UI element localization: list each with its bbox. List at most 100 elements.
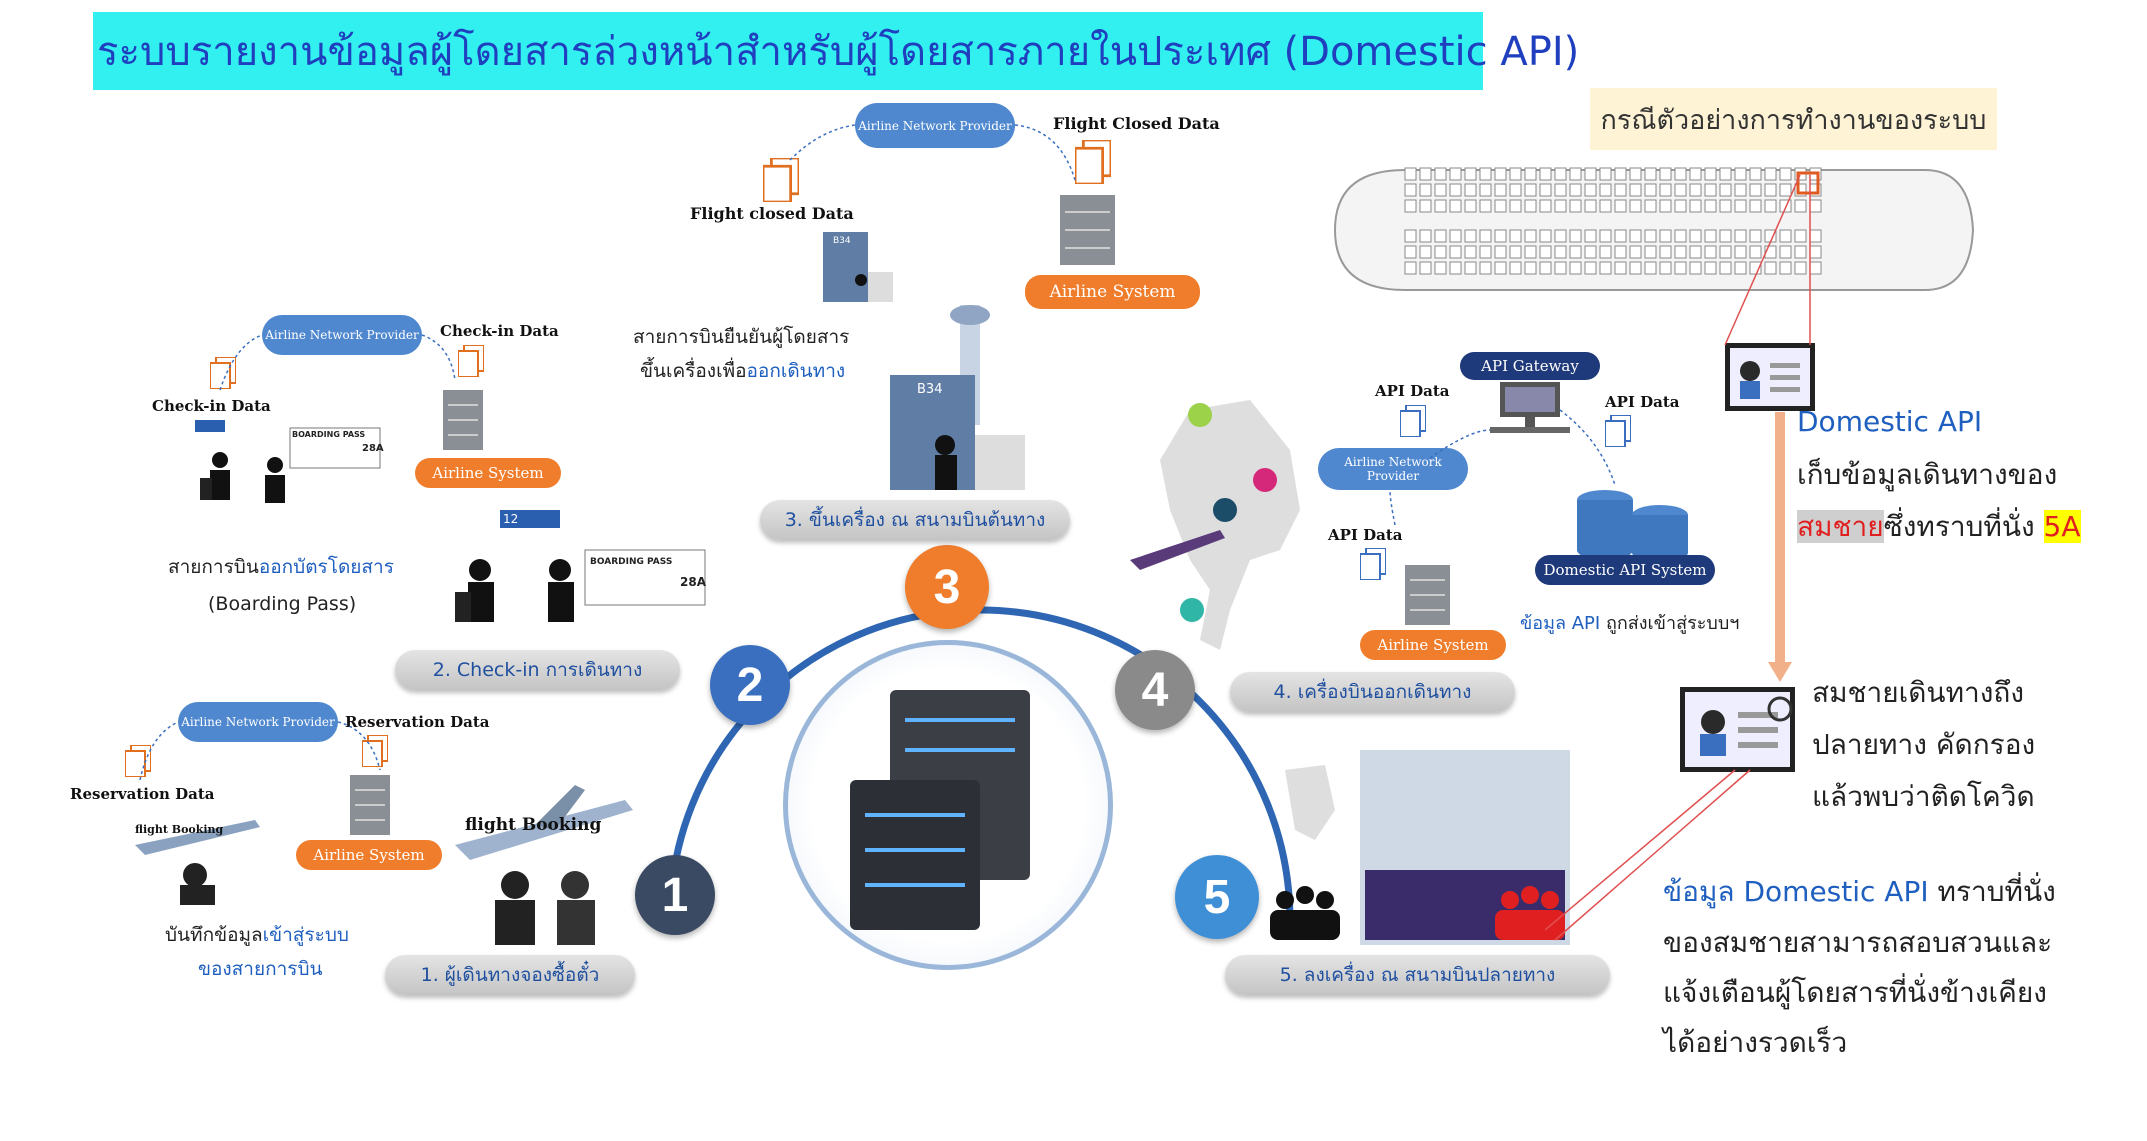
seat	[1434, 183, 1447, 197]
reservation-data-right: Reservation Data	[345, 713, 490, 731]
seat	[1764, 183, 1777, 197]
seat	[1779, 245, 1792, 259]
seat	[1644, 245, 1657, 259]
airline-system-step2: Airline System	[415, 458, 561, 488]
server-small-icon	[1405, 565, 1450, 625]
flight-closed-left: Flight closed Data	[690, 204, 854, 223]
seat	[1434, 199, 1447, 213]
seat	[1419, 229, 1432, 243]
flight-closed-right: Flight Closed Data	[1053, 114, 1220, 133]
seat	[1569, 167, 1582, 181]
seat	[1659, 261, 1672, 275]
seat	[1524, 245, 1537, 259]
server-icon	[850, 690, 1030, 930]
seat	[1689, 167, 1702, 181]
seat	[1644, 261, 1657, 275]
seat	[1719, 261, 1732, 275]
gate-scene	[890, 305, 1025, 490]
seat	[1689, 245, 1702, 259]
example-heading: กรณีตัวอย่างการทำงานของระบบ	[1590, 88, 1997, 150]
api-sent-caption: ข้อมูล API ถูกส่งเข้าสู่ระบบฯ	[1520, 613, 1740, 634]
arrive-line-1: สมชายเดินทางถึง	[1812, 676, 2025, 709]
seat	[1794, 229, 1807, 243]
station-2-circle: 2	[710, 645, 790, 725]
seat	[1524, 167, 1537, 181]
seat	[1539, 229, 1552, 243]
seat	[1464, 261, 1477, 275]
booking-scene	[455, 785, 633, 945]
seat	[1629, 229, 1642, 243]
step1-caption-line1: บันทึกข้อมูลเข้าสู่ระบบ	[165, 924, 349, 946]
seat	[1479, 183, 1492, 197]
seat	[1554, 245, 1567, 259]
seat	[1764, 245, 1777, 259]
seat	[1479, 261, 1492, 275]
flight-booking-small: flight Booking	[135, 823, 224, 836]
seat	[1644, 229, 1657, 243]
seat	[1584, 229, 1597, 243]
seat	[1494, 167, 1507, 181]
seat	[1644, 167, 1657, 181]
station-3-label: 3. ขึ้นเครื่อง ณ สนามบินต้นทาง	[760, 500, 1070, 540]
seat	[1404, 183, 1417, 197]
seat	[1749, 245, 1762, 259]
seat	[1464, 245, 1477, 259]
seat	[1464, 167, 1477, 181]
seat	[1704, 199, 1717, 213]
seat	[1434, 167, 1447, 181]
final-line-3: แจ้งเตือนผู้โดยสารที่นั่งข้างเคียง	[1663, 976, 2047, 1009]
seat	[1749, 261, 1762, 275]
reservation-data-left: Reservation Data	[70, 785, 215, 803]
seat	[1419, 261, 1432, 275]
api-data-1: API Data	[1375, 382, 1450, 400]
seat	[1704, 245, 1717, 259]
api-data-3: API Data	[1328, 526, 1403, 544]
seat	[1434, 261, 1447, 275]
seat	[1449, 183, 1462, 197]
seat	[1779, 261, 1792, 275]
checkin-scene-small	[195, 420, 381, 503]
seat	[1509, 229, 1522, 243]
seat-line: สมชายซึ่งทราบที่นั่ง 5A	[1797, 510, 2081, 543]
step1-caption-line2: ของสายการบิน	[198, 958, 323, 980]
seat	[1554, 229, 1567, 243]
seat	[1479, 229, 1492, 243]
seat	[1539, 261, 1552, 275]
gate-scene-small	[823, 232, 893, 302]
seat	[1584, 199, 1597, 213]
seat	[1614, 199, 1627, 213]
seat	[1539, 183, 1552, 197]
seat	[1629, 245, 1642, 259]
final-line-1: ข้อมูล Domestic API ทราบที่นั่ง	[1663, 875, 2056, 908]
seat	[1554, 167, 1567, 181]
gateway-computer-icon	[1490, 382, 1570, 433]
seat	[1779, 199, 1792, 213]
seat	[1524, 199, 1537, 213]
title-bar: ระบบรายงานข้อมูลผู้โดยสารล่วงหน้าสำหรับผ…	[93, 12, 1579, 90]
seat	[1449, 261, 1462, 275]
seat	[1599, 167, 1612, 181]
airline-system-step3: Airline System	[1025, 275, 1200, 309]
seat-small: 28A	[362, 443, 384, 454]
seat	[1419, 245, 1432, 259]
cloud-step1: Airline Network Provider	[178, 702, 338, 742]
seat	[1674, 261, 1687, 275]
seat	[1464, 183, 1477, 197]
seat	[1614, 229, 1627, 243]
seat	[1764, 199, 1777, 213]
boarding-pass: BOARDING PASS	[590, 557, 673, 567]
seat	[1779, 167, 1792, 181]
station-2-label: 2. Check-in การเดินทาง	[395, 650, 680, 690]
flight-booking-label: flight Booking	[465, 815, 602, 835]
seat	[1509, 245, 1522, 259]
station-1-label: 1. ผู้เดินทางจองซื้อตั๋ว	[385, 955, 635, 995]
screening-profile-icon	[1680, 687, 1795, 772]
seat	[1449, 229, 1462, 243]
seat	[1674, 167, 1687, 181]
seat	[1404, 261, 1417, 275]
document-blue-icon	[1400, 405, 1426, 437]
seat	[1659, 199, 1672, 213]
passenger-profile-icon	[1725, 343, 1815, 411]
seat	[1704, 167, 1717, 181]
thailand-map	[1130, 400, 1300, 650]
